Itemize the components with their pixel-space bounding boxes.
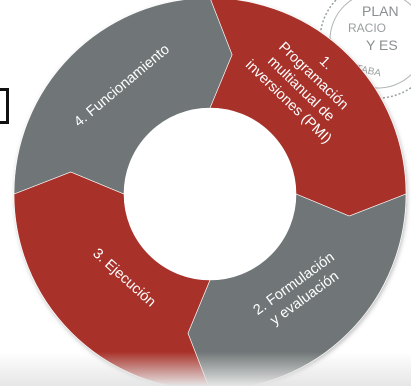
stamp-line-3: Y ES	[366, 37, 398, 53]
center-hole	[124, 108, 296, 280]
stamp-line-2: RACIO	[348, 21, 386, 35]
bottom-shadow	[0, 352, 411, 386]
cropped-bracket	[0, 88, 9, 124]
stamp-line-1: PLAN	[362, 3, 399, 19]
